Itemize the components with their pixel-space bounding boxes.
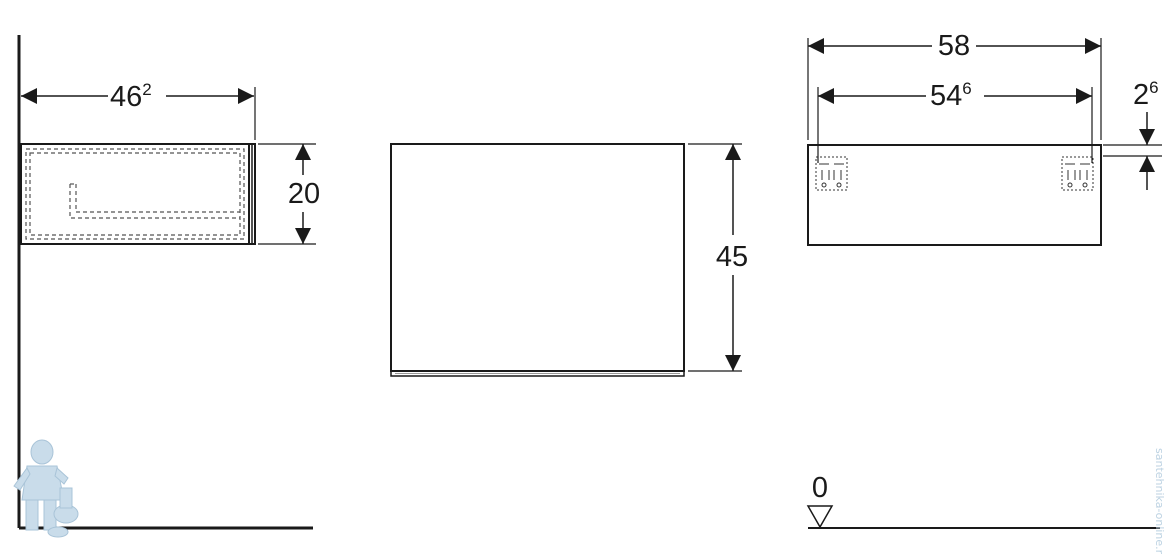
inner-width-label: 546 — [930, 79, 972, 112]
side-height-label: 20 — [288, 178, 320, 210]
outer-width-label: 58 — [938, 30, 970, 62]
watermark-text: santehnika-online.ru — [1153, 448, 1166, 554]
side-view: 462 20 — [17, 35, 320, 530]
depth-dimension-label: 462 — [110, 80, 152, 113]
front-cabinet-body — [390, 143, 685, 372]
mounting-bracket-left-icon — [815, 156, 848, 191]
offset-label: 26 — [1133, 78, 1159, 111]
mounting-bracket-right-icon — [1061, 156, 1094, 191]
plumber-mascot-icon — [13, 439, 79, 538]
top-cabinet-body — [807, 144, 1102, 246]
side-hidden-drawer — [25, 148, 245, 240]
side-cabinet-body — [20, 143, 256, 245]
top-view: 58 546 26 0 — [806, 30, 1162, 529]
front-view: 45 — [390, 143, 748, 377]
front-height-label: 45 — [716, 241, 748, 273]
floor-level-label: 0 — [812, 472, 828, 504]
front-plinth — [390, 370, 685, 377]
floor-level-triangle-icon — [806, 505, 834, 529]
